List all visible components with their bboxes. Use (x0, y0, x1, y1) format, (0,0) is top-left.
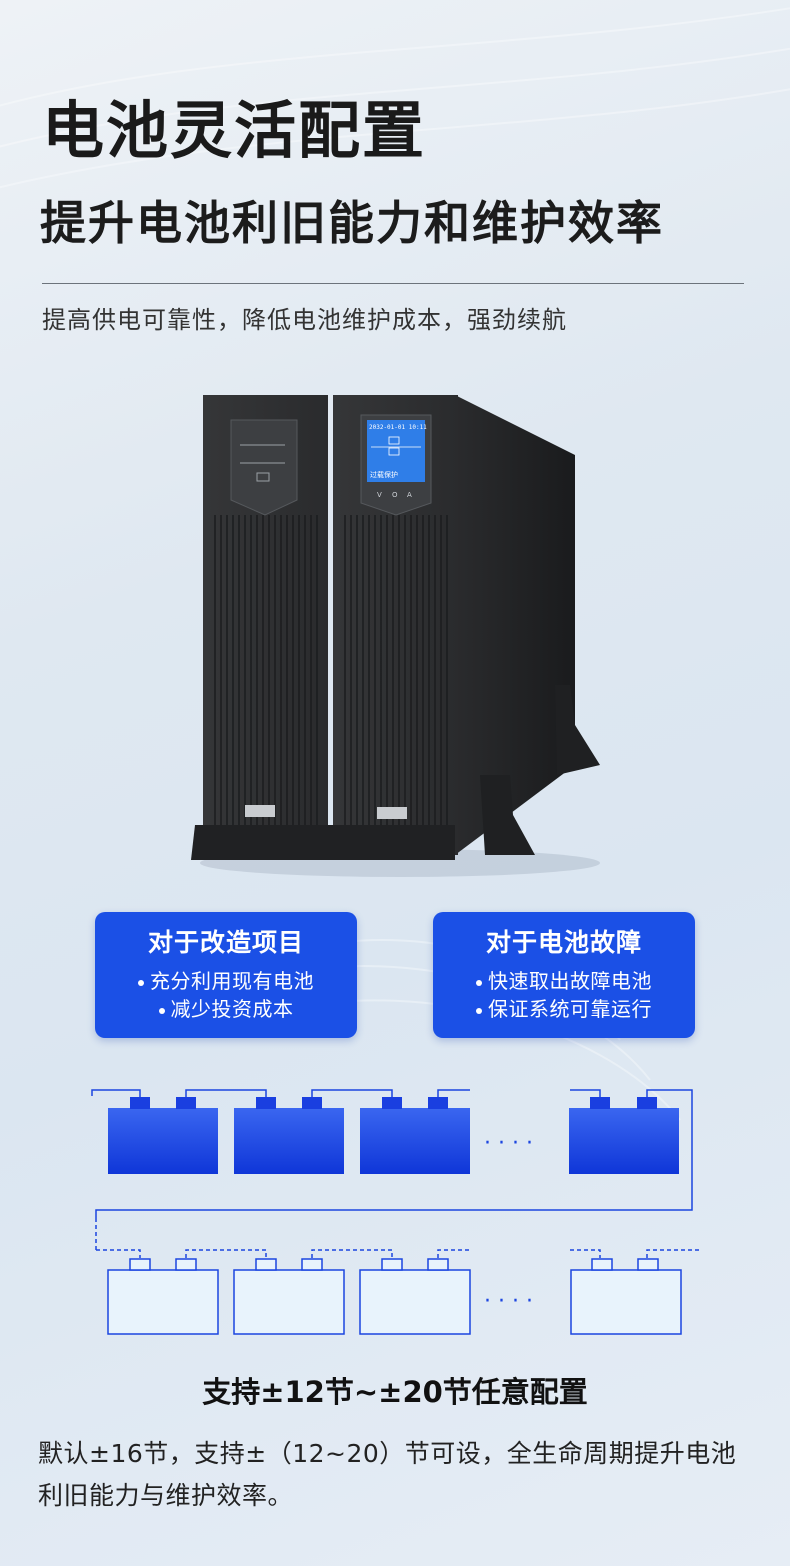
battery-string-diagram: · · · · · · · · (91, 1089, 700, 1335)
bullet-icon (158, 1007, 165, 1014)
divider (42, 283, 744, 284)
brand-logo-right (377, 807, 407, 819)
config-description: 默认±16节，支持±（12~20）节可设，全生命周期提升电池利旧能力与维护效率。 (38, 1439, 737, 1510)
card-battery-fault: 对于电池故障 (433, 912, 695, 1038)
ups-product-image: 2032-01-01 10:11 过载保护 V O A (191, 395, 600, 877)
ellipsis-top: · · · · (484, 1131, 533, 1156)
lcd-button-a[interactable]: A (407, 491, 412, 499)
page-subtitle: 提升电池利旧能力和维护效率 (40, 196, 664, 250)
ellipsis-bottom: · · · · (484, 1289, 533, 1314)
lcd-button-o[interactable]: O (392, 491, 398, 499)
config-title: 支持±12节~±20节任意配置 (202, 1375, 588, 1409)
lcd-datetime: 2032-01-01 10:11 (369, 424, 427, 431)
page-title: 电池灵活配置 (42, 94, 427, 167)
bullet-icon (138, 979, 144, 986)
battery-row-empty (107, 1258, 682, 1335)
card-item: 保证系统可靠运行 (433, 999, 695, 1019)
card-item: 减少投资成本 (95, 999, 357, 1019)
lcd-status: 过载保护 (370, 470, 398, 479)
card-title: 对于改造项目 (147, 928, 304, 957)
card-retrofit-project: 对于改造项目 (95, 912, 357, 1038)
battery-icon (107, 1269, 219, 1335)
battery-icon (108, 1108, 218, 1174)
battery-row-charged (108, 1097, 679, 1174)
battery-icon (359, 1269, 471, 1335)
bullet-icon (476, 1007, 482, 1014)
battery-icon (569, 1108, 679, 1174)
card-item: 快速取出故障电池 (433, 971, 695, 991)
lcd-button-v[interactable]: V (377, 491, 382, 499)
brand-logo-left (245, 805, 275, 817)
card-title: 对于电池故障 (485, 928, 642, 957)
page-description: 提高供电可靠性，降低电池维护成本，强劲续航 (42, 306, 567, 334)
card-item: 充分利用现有电池 (95, 971, 357, 991)
lcd-screen (367, 420, 425, 482)
battery-icon (233, 1269, 345, 1335)
battery-icon (234, 1108, 344, 1174)
bullet-icon (476, 979, 482, 986)
battery-icon (360, 1108, 470, 1174)
battery-icon (570, 1269, 682, 1335)
